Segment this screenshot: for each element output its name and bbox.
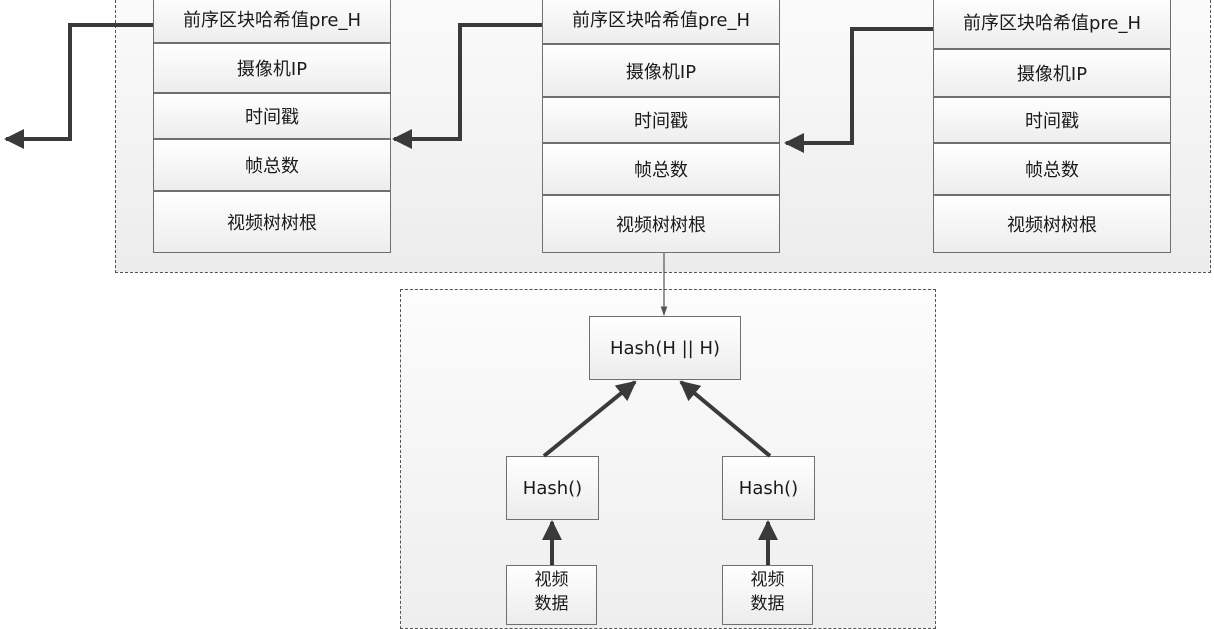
block-3-timestamp: 时间戳 [933,97,1171,143]
block-2-frame-count: 帧总数 [542,143,780,195]
merkle-root-node: Hash(H || H) [589,316,741,380]
block-1-video-tree-root: 视频树树根 [153,191,391,253]
block-2-timestamp: 时间戳 [542,97,780,143]
right-hash-to-root [679,380,772,458]
block-3-frame-count: 帧总数 [933,143,1171,195]
block-2-prev-hash: 前序区块哈希值pre_H [542,0,780,44]
block-1-camera-ip: 摄像机IP [153,43,391,93]
block-3-video-tree-root: 视频树树根 [933,195,1171,253]
connector-lines [4,23,933,565]
block-1-prev-link [4,23,153,149]
block-3-camera-ip: 摄像机IP [933,49,1171,97]
left-hash-to-root [542,380,637,458]
block-2-video-tree-root: 视频树树根 [542,195,780,253]
block-1-frame-count: 帧总数 [153,139,391,191]
block-1-prev-hash: 前序区块哈希值pre_H [153,0,391,43]
block-2-prev-link [392,23,542,149]
right-hash-node: Hash() [722,456,815,520]
left-hash-node: Hash() [506,456,599,520]
block-3-prev-link [784,27,933,153]
block-1-timestamp: 时间戳 [153,93,391,139]
block-2-camera-ip: 摄像机IP [542,44,780,97]
block-3-prev-hash: 前序区块哈希值pre_H [933,0,1171,49]
